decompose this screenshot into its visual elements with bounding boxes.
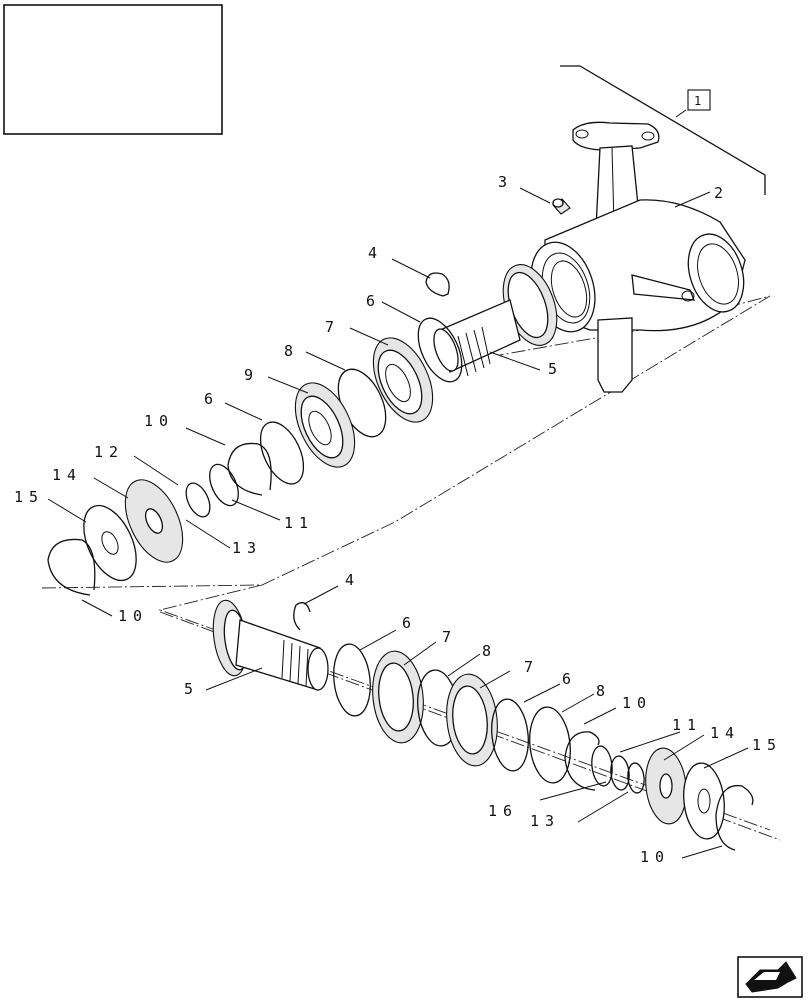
snap-ring-upper-a [227, 442, 272, 496]
lower-callout-labels: 4 5 6 7 8 7 6 8 10 11 14 15 16 13 10 [184, 571, 782, 866]
callout-upper-9: 9 [244, 366, 259, 384]
snap-ring-upper-b [47, 538, 96, 596]
assembly-reference-bracket [560, 65, 766, 195]
ring-upper-11 [209, 463, 239, 507]
ring-upper-12 [185, 482, 211, 518]
ring-lower-11 [591, 745, 613, 787]
callout-upper-7: 7 [325, 318, 340, 336]
reference-box: 1 [687, 89, 711, 111]
callout-upper-2: 2 [714, 184, 729, 202]
ring-lower-8b [529, 706, 571, 784]
callout-upper-11: 11 [284, 514, 314, 532]
callout-upper-6a: 6 [366, 292, 381, 310]
thrust-washer-lower-14 [645, 747, 687, 825]
callout-lower-13: 13 [530, 812, 560, 830]
callout-upper-10a: 10 [144, 412, 174, 430]
gear-shaft-lower [212, 599, 329, 691]
breather-plug [552, 198, 571, 215]
callout-lower-10b: 10 [640, 848, 670, 866]
callout-lower-4: 4 [345, 571, 360, 589]
callout-upper-6b: 6 [204, 390, 219, 408]
callout-upper-10b: 10 [118, 607, 148, 625]
callout-upper-3: 3 [498, 173, 513, 191]
bearing-lower-7a [372, 650, 424, 744]
callout-upper-13: 13 [232, 539, 262, 557]
callout-lower-8a: 8 [482, 642, 497, 660]
callout-lower-8b: 8 [596, 682, 611, 700]
lower-leader-lines [205, 585, 749, 859]
callout-lower-6b: 6 [562, 670, 577, 688]
o-ring-lower-b [491, 698, 529, 772]
o-ring-upper-a [417, 317, 463, 383]
callout-upper-15: 15 [14, 488, 44, 506]
o-ring-lower-a [333, 643, 371, 717]
housing [530, 121, 746, 393]
thrust-washer-upper-14 [124, 479, 184, 563]
svg-text:1: 1 [694, 94, 701, 108]
callout-lower-15: 15 [752, 736, 782, 754]
callout-lower-14: 14 [710, 724, 740, 742]
title-block [3, 4, 223, 135]
upper-callout-labels: 2 3 4 5 6 7 8 9 6 10 12 11 14 15 13 10 [14, 173, 729, 625]
callout-lower-10a: 10 [622, 694, 652, 712]
callout-lower-6a: 6 [402, 614, 417, 632]
snap-ring-lower-b [715, 784, 754, 851]
callout-upper-14: 14 [52, 466, 82, 484]
circlip-lower [293, 602, 311, 631]
callout-lower-7b: 7 [524, 658, 539, 676]
callout-lower-5: 5 [184, 680, 199, 698]
callout-upper-5: 5 [548, 360, 563, 378]
bearing-upper-9 [294, 382, 356, 468]
ring-lower-13 [627, 762, 645, 794]
callout-lower-7a: 7 [442, 628, 457, 646]
shim-washer-upper-15 [83, 504, 137, 582]
callout-lower-11: 11 [672, 716, 702, 734]
next-page-arrow-icon[interactable] [737, 956, 803, 998]
bearing-upper-7 [372, 337, 434, 423]
snap-ring-lower-a [564, 731, 600, 791]
upper-leader-lines [47, 191, 711, 617]
o-ring-upper-b [259, 421, 305, 485]
ring-lower-16 [610, 755, 630, 791]
circlip-upper [425, 272, 450, 297]
shim-washer-lower-15 [683, 762, 725, 840]
callout-lower-16: 16 [488, 802, 518, 820]
callout-upper-8: 8 [284, 342, 299, 360]
bearing-lower-7b [446, 673, 498, 767]
callout-upper-12: 12 [94, 443, 124, 461]
callout-upper-4: 4 [368, 244, 383, 262]
